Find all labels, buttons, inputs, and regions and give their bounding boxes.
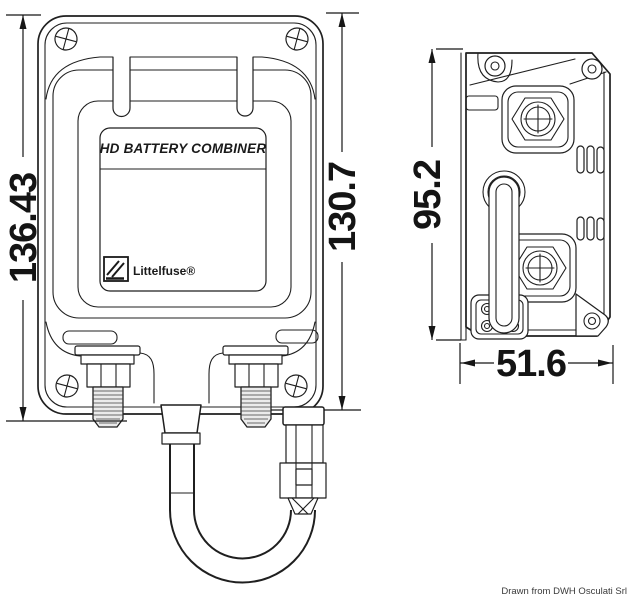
dimension-front-overall-height: 136.43 <box>3 14 127 422</box>
thread-ridges <box>241 390 271 424</box>
mount-hole-top-left-icon <box>484 55 506 77</box>
arrow-down-icon <box>19 407 27 421</box>
arrow-down-icon <box>428 326 436 340</box>
rib-set-lower <box>576 216 605 241</box>
terminal-stud-left <box>74 345 141 428</box>
arrow-up-icon <box>19 15 27 29</box>
brand-logo: Littelfuse® <box>103 256 195 282</box>
center-bay-left-wall <box>139 352 155 404</box>
plug-latch <box>295 468 313 486</box>
boss-mold-curve <box>477 52 513 83</box>
dimension-front-body-height: 130.7 <box>271 12 364 411</box>
dimension-side-width: 51.6 <box>459 343 614 385</box>
hex-nut <box>234 363 279 388</box>
brand-logo-icon <box>103 256 129 282</box>
dimension-text: 130.7 <box>322 162 364 252</box>
dimension-side-height: 95.2 <box>407 48 463 341</box>
arrow-right-icon <box>598 359 612 367</box>
plug-cap <box>282 406 325 426</box>
corner-screw-bottom-right-icon <box>284 374 308 398</box>
side-cable-loop <box>488 176 520 334</box>
dimension-text: 95.2 <box>407 160 449 230</box>
strain-relief <box>160 404 202 434</box>
top-flange-slant <box>469 58 576 86</box>
stud-cap <box>74 345 141 356</box>
top-flange-right-curve <box>252 56 316 100</box>
center-bay-right-wall <box>208 352 224 404</box>
clip-tab-left <box>112 57 131 118</box>
side-terminal-top <box>501 85 575 154</box>
mount-hole-bottom-right-icon <box>583 312 601 330</box>
loop-inner <box>495 183 513 327</box>
logo-stripe-1 <box>106 260 120 276</box>
terminal-ring-outer <box>520 101 556 137</box>
dimension-text: 136.43 <box>3 173 45 283</box>
front-view: HD BATTERY COMBINER Littelfuse® <box>37 15 327 584</box>
corner-screw-top-left-icon <box>54 27 78 51</box>
cover-inner <box>77 100 292 308</box>
arrow-up-icon <box>428 49 436 63</box>
corner-screw-bottom-left-icon <box>55 374 79 398</box>
stud-cap <box>222 345 289 356</box>
product-label: HD BATTERY COMBINER <box>100 141 267 156</box>
stud-washer <box>228 354 283 365</box>
bottom-flange <box>575 293 609 337</box>
arrow-left-icon <box>461 359 475 367</box>
dimension-text: 51.6 <box>496 343 566 385</box>
terminal-ring-outer <box>522 250 558 286</box>
arrow-up-icon <box>338 13 346 27</box>
plug-body <box>285 424 324 464</box>
bottom-boss-left <box>62 330 118 345</box>
logo-stripe-2 <box>111 262 125 278</box>
plug-tip-slit <box>291 497 309 515</box>
rib-set-upper <box>576 145 605 174</box>
arrow-down-icon <box>338 396 346 410</box>
thread-ridges <box>93 390 123 424</box>
bottom-boss-right <box>275 329 319 344</box>
side-notch <box>465 95 499 111</box>
cable-loop <box>169 438 316 584</box>
strain-relief-collar <box>161 432 201 445</box>
loop-outer <box>488 176 520 334</box>
plug-tip-slit <box>297 497 315 515</box>
side-view <box>460 52 611 341</box>
cover-outer <box>52 69 312 319</box>
cable-body <box>171 438 314 582</box>
stud-washer <box>80 354 135 365</box>
terminal-stud-right <box>222 345 289 428</box>
brand-text: Littelfuse® <box>133 264 195 278</box>
hex-nut <box>86 363 131 388</box>
mount-hole-top-right-icon <box>581 58 603 80</box>
clip-tab-right <box>236 57 254 117</box>
terminal-hex <box>513 246 567 290</box>
top-flange-left-curve <box>45 56 114 100</box>
terminal-panel-inner <box>507 91 569 148</box>
drawing-credit: Drawn from DWH Osculati Srl <box>501 586 627 597</box>
terminal-hex <box>511 97 565 141</box>
connector-plug <box>279 406 327 515</box>
corner-screw-top-right-icon <box>285 27 309 51</box>
